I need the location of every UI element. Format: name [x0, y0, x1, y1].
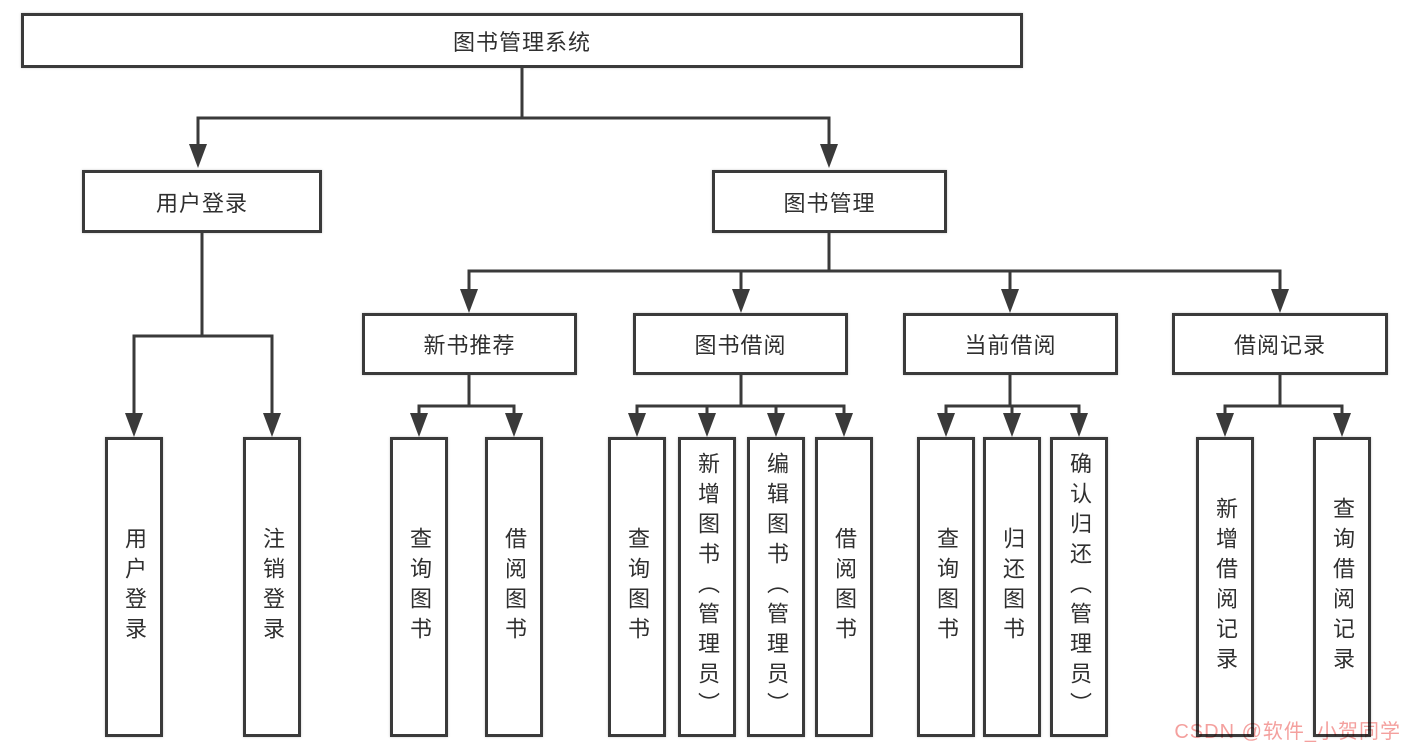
node-new-book-recommendation: 新书推荐	[362, 313, 577, 375]
arrow-head-icon	[410, 413, 428, 437]
connector-book-borrowing-children	[628, 375, 853, 437]
node-book-management: 图书管理	[712, 170, 947, 233]
arrow-head-icon	[628, 413, 646, 437]
node-user-login: 用户登录	[82, 170, 322, 233]
arrow-head-icon	[1216, 413, 1234, 437]
leaf-add-borrow-record: 新增借阅记录	[1196, 437, 1254, 737]
connector-borrowing-records-children	[1216, 375, 1351, 437]
arrow-head-icon	[732, 289, 750, 313]
arrow-head-icon	[1070, 413, 1088, 437]
arrow-head-icon	[505, 413, 523, 437]
leaf-borrow-books-recommend: 借阅图书	[485, 437, 543, 737]
arrow-head-icon	[1001, 289, 1019, 313]
arrow-head-icon	[263, 413, 281, 437]
arrow-head-icon	[767, 413, 785, 437]
arrow-head-icon	[460, 289, 478, 313]
arrow-head-icon	[820, 144, 838, 168]
node-borrowing-records: 借阅记录	[1172, 313, 1388, 375]
leaf-confirm-return-admin: 确认归还（管理员）	[1050, 437, 1108, 737]
arrow-head-icon	[698, 413, 716, 437]
arrow-head-icon	[1333, 413, 1351, 437]
leaf-query-books-borrowing: 查询图书	[608, 437, 666, 737]
node-library-management-system: 图书管理系统	[21, 13, 1023, 68]
node-current-borrowing: 当前借阅	[903, 313, 1118, 375]
connector-current-borrowing-children	[937, 375, 1088, 437]
arrow-head-icon	[189, 144, 207, 168]
leaf-borrow-books: 借阅图书	[815, 437, 873, 737]
leaf-query-books-recommend: 查询图书	[390, 437, 448, 737]
arrow-head-icon	[1271, 289, 1289, 313]
connector-new-book-recommendation-children	[410, 375, 523, 437]
leaf-return-books: 归还图书	[983, 437, 1041, 737]
arrow-head-icon	[1003, 413, 1021, 437]
leaf-query-books-current: 查询图书	[917, 437, 975, 737]
connector-user-login-children	[125, 233, 281, 437]
leaf-add-books-admin: 新增图书（管理员）	[678, 437, 736, 737]
leaf-logout: 注销登录	[243, 437, 301, 737]
csdn-watermark: CSDN @软件_小贺同学	[1174, 721, 1401, 743]
node-book-borrowing: 图书借阅	[633, 313, 848, 375]
arrow-head-icon	[835, 413, 853, 437]
connector-root-to-level2	[189, 68, 838, 168]
connector-book-management-children	[460, 233, 1289, 313]
leaf-user-login: 用户登录	[105, 437, 163, 737]
leaf-edit-books-admin: 编辑图书（管理员）	[747, 437, 805, 737]
arrow-head-icon	[125, 413, 143, 437]
arrow-head-icon	[937, 413, 955, 437]
leaf-query-borrow-record: 查询借阅记录	[1313, 437, 1371, 737]
